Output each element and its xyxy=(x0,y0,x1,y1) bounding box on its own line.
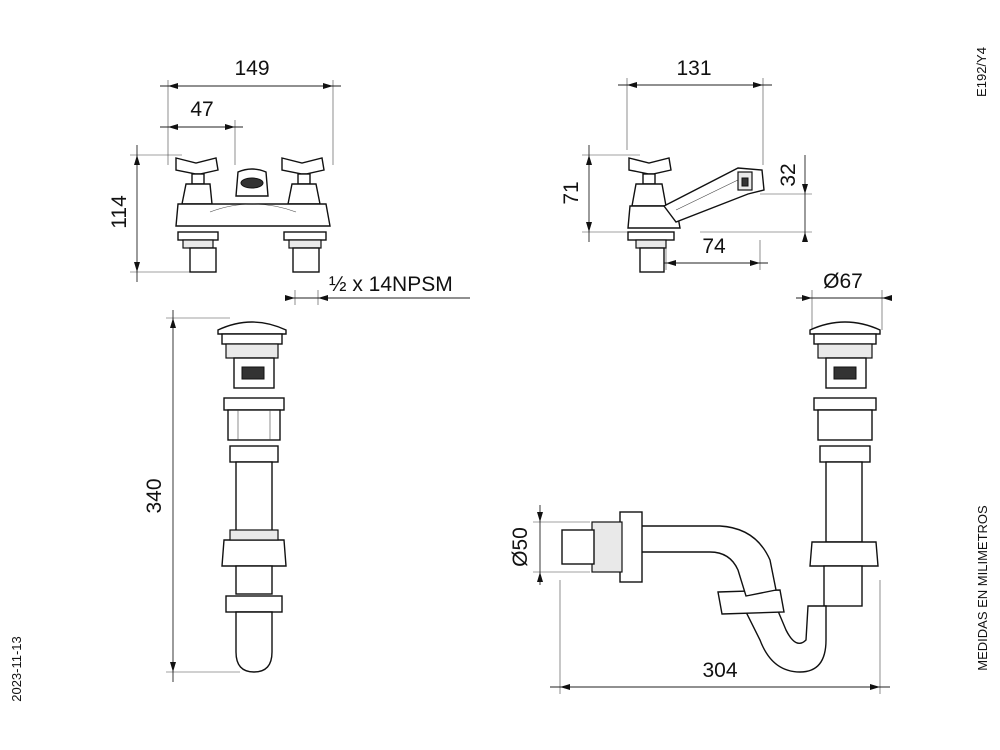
drain-p-trap xyxy=(533,290,892,694)
dim-handle-spacing: 47 xyxy=(190,98,213,121)
dim-side-height: 71 xyxy=(560,181,583,204)
document-code: E192/Y4 xyxy=(974,47,989,97)
dim-trap-outlet-diameter: Ø50 xyxy=(509,527,532,567)
dim-trap-length: 304 xyxy=(702,659,737,682)
dim-drain-length: 340 xyxy=(143,478,166,513)
drawing-date: 2023-11-13 xyxy=(9,636,24,702)
drain-straight xyxy=(166,310,287,682)
faucet-front-view xyxy=(130,80,470,305)
dim-thread-spec: ½ x 14NPSM xyxy=(329,273,453,296)
dim-spout-drop: 32 xyxy=(777,163,800,186)
faucet-side-view xyxy=(582,78,812,273)
units-note: MEDIDAS EN MILIMETROS xyxy=(975,505,990,671)
dim-spout-reach: 74 xyxy=(702,235,726,258)
dim-faucet-width: 149 xyxy=(234,57,269,80)
dim-side-depth: 131 xyxy=(676,57,711,80)
dim-drain-cap-diameter: Ø67 xyxy=(823,270,863,293)
dim-faucet-height: 114 xyxy=(108,195,131,229)
